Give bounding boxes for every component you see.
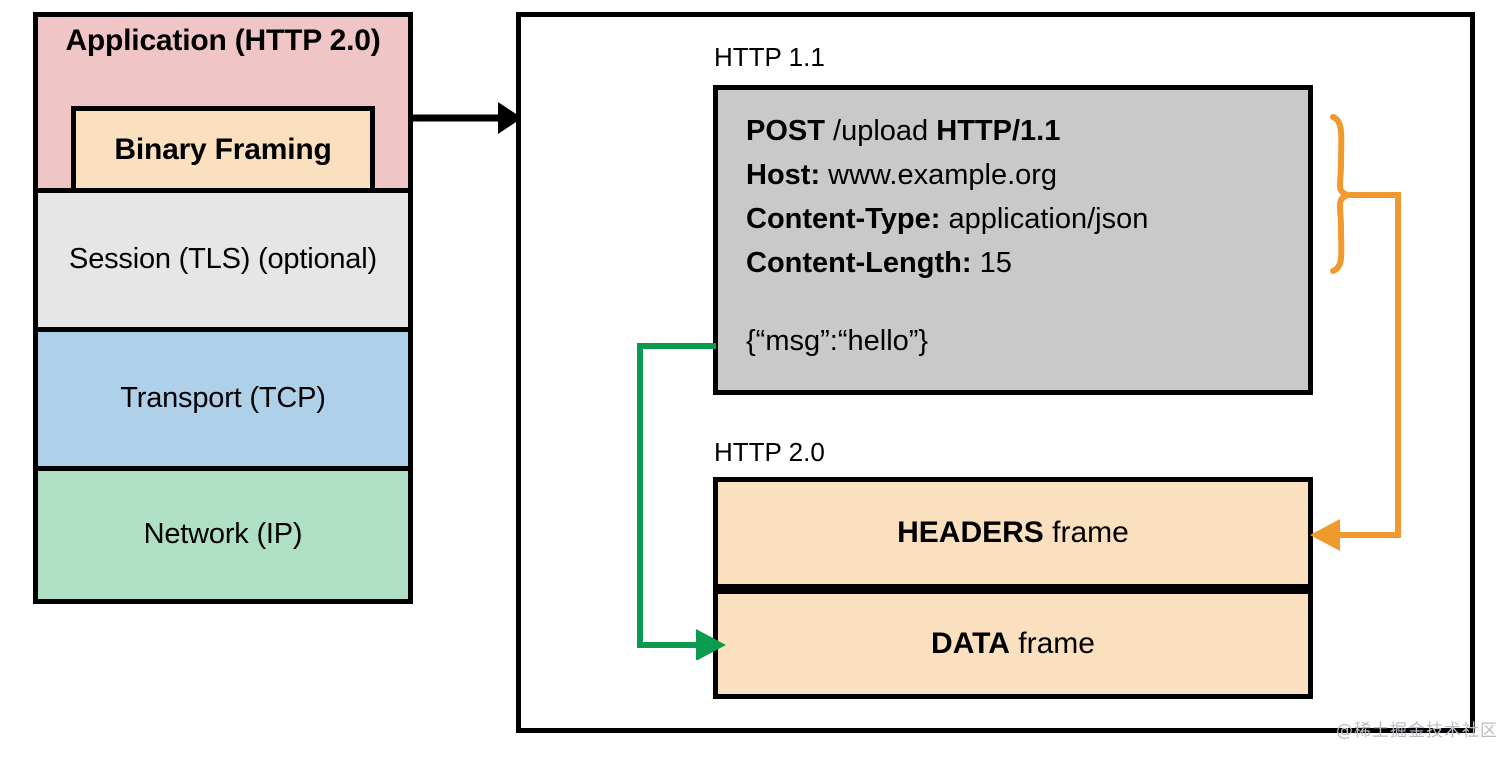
http20-headers-frame: HEADERS frame — [713, 477, 1313, 589]
stack-layer-network-label: Network (IP) — [143, 518, 303, 551]
http11-request-line: POST /upload HTTP/1.1 — [746, 109, 1308, 153]
http11-header-host-name: Host: — [746, 159, 821, 191]
http11-body: {“msg”:“hello”} — [746, 325, 929, 357]
protocol-stack: Application (HTTP 2.0) Binary Framing Se… — [33, 12, 413, 604]
http20-data-frame-label: DATA frame — [931, 627, 1095, 661]
http20-data-frame-suffix: frame — [1018, 627, 1095, 660]
http11-header-content-length-value: 15 — [979, 247, 1012, 279]
binary-framing-box: Binary Framing — [71, 106, 375, 193]
http11-header-content-type-name: Content-Type: — [746, 203, 941, 235]
http11-path: /upload — [833, 115, 929, 147]
http11-message-box: POST /upload HTTP/1.1 Host: www.example.… — [713, 85, 1313, 395]
http20-headers-frame-name: HEADERS — [897, 516, 1044, 549]
http11-header-host-value: www.example.org — [828, 159, 1058, 191]
http11-caption: HTTP 1.1 — [714, 42, 825, 72]
http20-data-frame-name: DATA — [931, 627, 1010, 660]
http20-headers-frame-label: HEADERS frame — [897, 516, 1129, 550]
http11-method: POST — [746, 115, 825, 147]
watermark: @稀土掘金技术社区 — [1336, 721, 1498, 741]
http20-caption: HTTP 2.0 — [714, 437, 825, 467]
http20-data-frame: DATA frame — [713, 589, 1313, 699]
stack-layer-session: Session (TLS) (optional) — [38, 193, 408, 332]
stack-layer-transport: Transport (TCP) — [38, 332, 408, 471]
http11-header-content-type-value: application/json — [948, 203, 1149, 235]
http11-version: HTTP/1.1 — [936, 115, 1061, 147]
stack-layer-network: Network (IP) — [38, 471, 408, 599]
http11-header-host: Host: www.example.org — [746, 153, 1308, 197]
http11-header-content-length: Content-Length: 15 — [746, 241, 1308, 285]
stack-layer-application-label: Application (HTTP 2.0) — [65, 24, 381, 57]
http11-header-content-length-name: Content-Length: — [746, 247, 972, 279]
stack-layer-session-label: Session (TLS) (optional) — [69, 243, 377, 276]
http11-header-content-type: Content-Type: application/json — [746, 197, 1308, 241]
stack-layer-transport-label: Transport (TCP) — [120, 382, 326, 415]
http20-headers-frame-suffix: frame — [1052, 516, 1129, 549]
binary-framing-label: Binary Framing — [114, 132, 332, 166]
stack-layer-application: Application (HTTP 2.0) Binary Framing — [38, 17, 408, 193]
stack-to-panel-arrow-icon — [412, 102, 522, 134]
